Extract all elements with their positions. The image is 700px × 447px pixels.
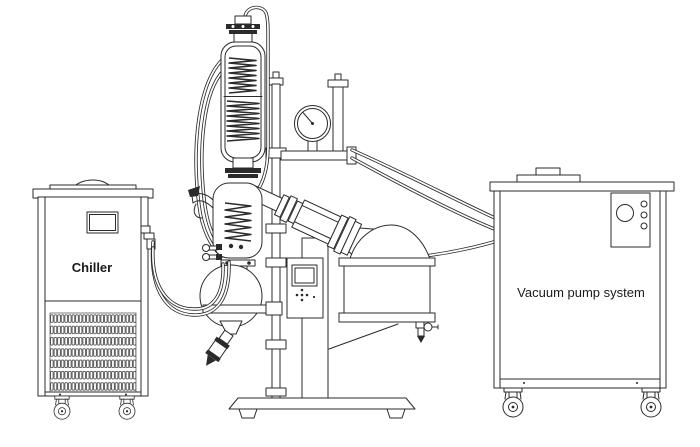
valve-knob <box>327 79 349 88</box>
top-flange-ring <box>229 30 257 34</box>
bottom-flange-ring <box>228 174 258 178</box>
chiller-lid-plate <box>49 184 137 190</box>
base-foot-left <box>238 408 258 419</box>
pump-panel-edges <box>499 190 661 389</box>
duct-flange <box>274 194 290 218</box>
condenser-coil-upper <box>228 57 257 94</box>
trap-coil <box>224 202 252 242</box>
vacuum-hose-upper <box>350 148 499 221</box>
pump-top-rim <box>489 181 675 192</box>
stand-base <box>228 397 416 410</box>
trap-body <box>212 182 263 259</box>
ring-rod-clamp <box>265 301 283 316</box>
control-screen-inner <box>294 267 315 284</box>
vacuum-gauge-assembly <box>265 73 357 165</box>
flask-flange <box>326 214 349 250</box>
chiller-panel-edges <box>44 196 142 397</box>
bath-bottom-rim <box>338 312 436 323</box>
bath-top-rim <box>338 257 436 267</box>
hook <box>193 203 203 219</box>
pump-dial <box>616 204 634 222</box>
bottom-flange-ring <box>225 168 261 173</box>
chiller-vent-grille <box>49 312 137 393</box>
chiller-screw-left <box>59 393 61 396</box>
receiving-flask <box>199 264 283 366</box>
receiving-flask-bulb <box>199 264 263 328</box>
rod-clamp-collar <box>265 223 287 234</box>
chiller-display-inner <box>89 214 116 231</box>
gauge-needle <box>302 112 313 124</box>
pump-indicator <box>640 211 648 219</box>
chiller-display <box>86 211 119 234</box>
valve-tip <box>206 354 216 366</box>
chiller-screw-right <box>125 393 127 396</box>
keck-clip <box>188 186 200 197</box>
rod-clamp-collar <box>265 339 287 350</box>
rod-clamp-collar <box>265 257 287 268</box>
flask-drain-valve <box>205 329 234 366</box>
arm-end-fitting <box>346 146 357 165</box>
rotavap-control-panel <box>286 257 324 319</box>
chiller-caster-left <box>53 395 71 420</box>
vacuum-hose-lower <box>350 156 499 232</box>
trap-inlet-arm <box>188 186 214 219</box>
rod-base-collar <box>265 387 287 397</box>
glass-trap <box>188 182 263 276</box>
evaporating-flask-dome <box>348 224 432 263</box>
trap-side-valves <box>202 244 222 261</box>
pump-caster-left <box>502 387 524 418</box>
gauge-pivot <box>311 122 314 125</box>
pump-indicator <box>640 222 648 230</box>
gauge-cross-arm <box>280 150 353 161</box>
duct-flange <box>279 195 298 223</box>
condenser-support-rod <box>265 71 287 399</box>
water-bath-body <box>343 265 431 314</box>
condenser-bottom-neck <box>232 157 254 169</box>
gauge-stem <box>307 140 318 152</box>
control-dpad-buttons <box>295 288 316 302</box>
bath-support-bracket <box>328 323 399 350</box>
condenser-coil-lower <box>226 100 260 142</box>
condenser-column <box>220 15 266 178</box>
vacuum-pump-unit: Vacuum pump system <box>489 167 675 418</box>
chiller-label: Chiller <box>72 260 112 275</box>
pump-caster-right <box>640 387 662 418</box>
chiller-hose-fitting <box>140 225 156 250</box>
pump-control-panel <box>610 192 651 248</box>
chiller-unit: Chiller <box>32 179 156 420</box>
chiller-caster-right <box>118 395 136 420</box>
vacuum-pump-label: Vacuum pump system <box>517 285 645 300</box>
vacuum-tube <box>332 86 344 152</box>
control-screen <box>291 264 318 287</box>
valve-stem <box>334 73 342 81</box>
base-foot-right <box>386 408 406 419</box>
condenser-cap <box>234 15 252 25</box>
pump-indicator <box>640 200 648 208</box>
evaporating-flask-and-bath <box>338 224 439 343</box>
bath-drain-valve <box>415 321 439 343</box>
